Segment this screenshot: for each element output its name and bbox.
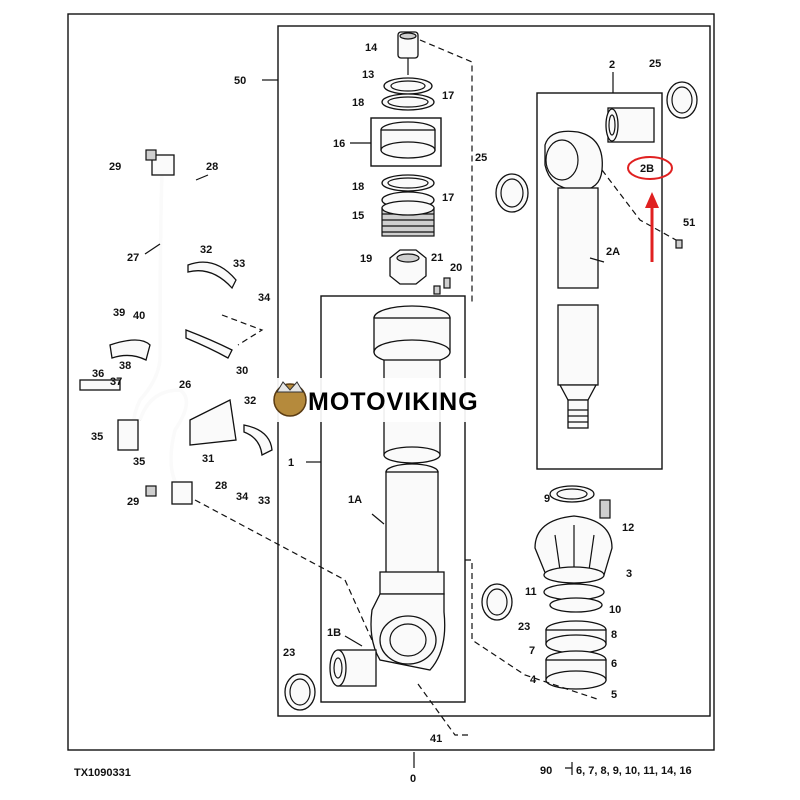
callout-2: 2 xyxy=(609,59,615,71)
callout-12: 12 xyxy=(622,522,634,534)
callout-34-lower: 34 xyxy=(236,491,249,503)
callout-2B: 2B xyxy=(640,163,654,175)
part-21 xyxy=(433,285,441,295)
callout-28-top: 28 xyxy=(206,161,218,173)
piston-rod xyxy=(544,107,683,429)
callout-38: 38 xyxy=(119,360,131,372)
callout-25-left: 25 xyxy=(475,152,487,164)
drawing-code: TX1090331 xyxy=(74,767,131,779)
outer-frame xyxy=(67,13,715,751)
assembly-50-box xyxy=(277,25,711,717)
callout-1A: 1A xyxy=(348,494,362,506)
callout-15: 15 xyxy=(352,210,364,222)
callout-35-lower: 35 xyxy=(133,456,145,468)
callout-23-left: 23 xyxy=(283,647,295,659)
callout-33-top: 33 xyxy=(233,258,245,270)
callout-6: 6 xyxy=(611,658,617,670)
callout-28-lower: 28 xyxy=(215,480,227,492)
callout-51: 51 xyxy=(683,217,695,229)
callout-19: 19 xyxy=(360,253,372,265)
callout-14: 14 xyxy=(365,42,378,54)
part-20 xyxy=(443,277,451,289)
brand-name: MOTOVIKING xyxy=(308,388,479,416)
callout-35-left: 35 xyxy=(91,431,103,443)
callout-7: 7 xyxy=(529,645,535,657)
callout-50: 50 xyxy=(234,75,246,87)
kit-parts-list: 6, 7, 8, 9, 10, 11, 14, 16 xyxy=(576,765,692,777)
callout-1: 1 xyxy=(288,457,294,469)
seal-16-box xyxy=(370,117,442,167)
callout-18-top: 18 xyxy=(352,97,364,109)
callout-10: 10 xyxy=(609,604,621,616)
callout-18-lower: 18 xyxy=(352,181,364,193)
callout-17-top: 17 xyxy=(442,90,454,102)
rod-box xyxy=(536,92,663,470)
callout-40: 40 xyxy=(133,310,145,322)
callout-32-top: 32 xyxy=(200,244,212,256)
callout-29-lower: 29 xyxy=(127,496,139,508)
callout-25-right: 25 xyxy=(649,58,661,70)
callout-26: 26 xyxy=(179,379,191,391)
piston-parts xyxy=(534,485,613,690)
callout-34-top: 34 xyxy=(258,292,271,304)
callout-37: 37 xyxy=(110,376,122,388)
callout-2A: 2A xyxy=(606,246,620,258)
callout-36: 36 xyxy=(92,368,104,380)
callout-9: 9 xyxy=(544,493,550,505)
callout-21: 21 xyxy=(431,252,443,264)
highlight-2B-circle xyxy=(627,156,673,180)
callout-0: 0 xyxy=(410,773,416,785)
kit-number: 90 xyxy=(540,765,552,777)
callout-3: 3 xyxy=(626,568,632,580)
callout-13: 13 xyxy=(362,69,374,81)
part-51 xyxy=(675,239,683,249)
callout-11: 11 xyxy=(525,586,537,598)
callout-1B: 1B xyxy=(327,627,341,639)
callout-23-mid: 23 xyxy=(518,621,530,633)
callout-29-top: 29 xyxy=(109,161,121,173)
callout-41: 41 xyxy=(430,733,442,745)
callout-33-lower: 33 xyxy=(258,495,270,507)
callout-5: 5 xyxy=(611,689,617,701)
callout-16: 16 xyxy=(333,138,345,150)
brand-watermark: MOTOVIKING xyxy=(270,378,535,422)
hose-assembly xyxy=(79,149,273,505)
callout-17-lower: 17 xyxy=(442,192,454,204)
cylinder-box xyxy=(320,295,466,703)
callout-32-lower: 32 xyxy=(244,395,256,407)
callout-30: 30 xyxy=(236,365,248,377)
callouts: 14 13 18 17 16 18 17 15 19 21 20 50 1 1A… xyxy=(91,42,695,785)
callout-20: 20 xyxy=(450,262,462,274)
callout-4: 4 xyxy=(530,674,537,686)
callout-8: 8 xyxy=(611,629,617,641)
callout-39: 39 xyxy=(113,307,125,319)
callout-27: 27 xyxy=(127,252,139,264)
callout-31: 31 xyxy=(202,453,214,465)
gland-parts xyxy=(380,31,451,295)
